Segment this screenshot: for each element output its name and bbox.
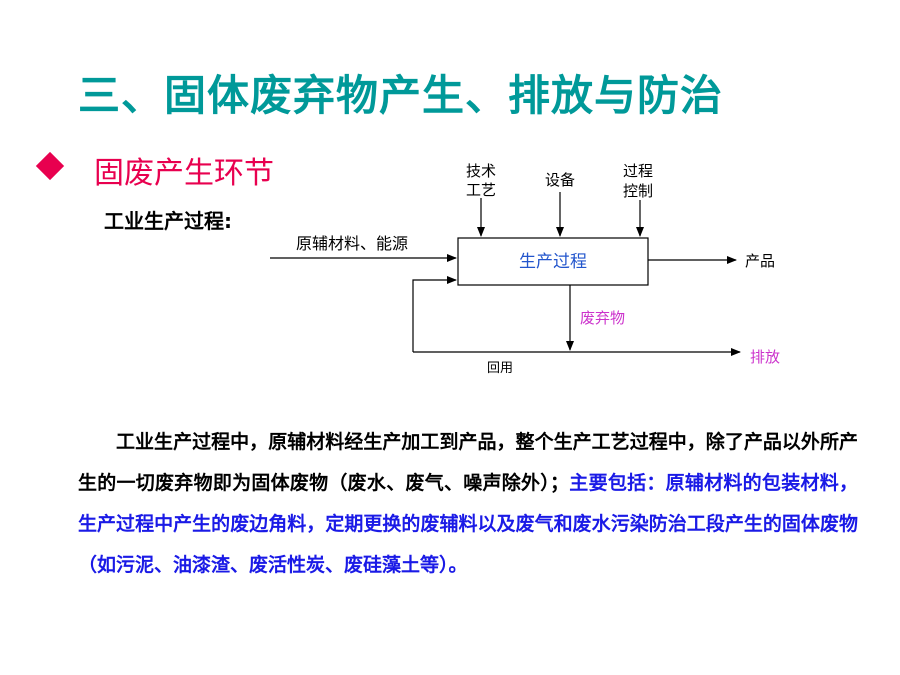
reuse-label: 回用 xyxy=(487,361,513,376)
input-label: 原辅材料、能源 xyxy=(296,234,408,253)
paragraph-black-text: 工业生产过程中，原辅材料经生产加工到产品，整个生产工艺过程中，除了产品以外所产生… xyxy=(78,431,858,494)
subheading: 工业生产过程: xyxy=(104,209,232,233)
control-label-line2: 控制 xyxy=(623,182,653,200)
reuse-loop-arrow xyxy=(412,276,457,352)
product-label: 产品 xyxy=(745,252,775,270)
discharge-label: 排放 xyxy=(750,348,780,366)
description-paragraph: 工业生产过程中，原辅材料经生产加工到产品，整个生产工艺过程中，除了产品以外所产生… xyxy=(78,422,858,586)
waste-label: 废弃物 xyxy=(580,309,625,327)
control-label-line1: 过程 xyxy=(623,162,653,180)
process-box xyxy=(457,237,649,286)
section-heading: 固废产生环节 xyxy=(94,156,274,191)
tech-label-line2: 工艺 xyxy=(466,181,496,199)
equipment-label: 设备 xyxy=(545,171,575,189)
process-label: 生产过程 xyxy=(519,252,587,272)
paragraph-blue-text: 主要包括：原辅材料的包装材料，生产过程中产生的废边角料，定期更换的废辅料以及废气… xyxy=(78,472,858,576)
page-title: 三、固体废弃物产生、排放与防治 xyxy=(78,71,724,120)
tech-label-line1: 技术 xyxy=(466,162,496,180)
